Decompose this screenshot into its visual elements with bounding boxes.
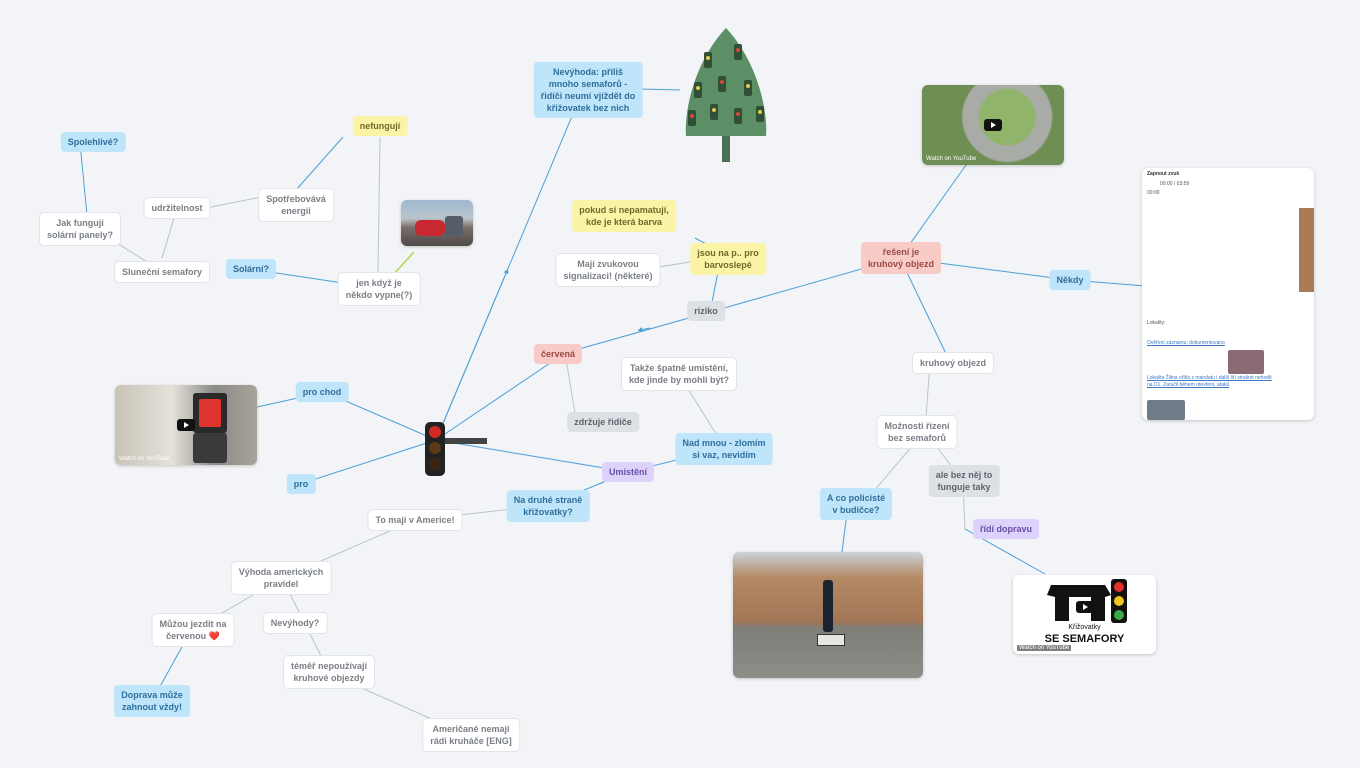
node-na-druhe[interactable]: Na druhé straně křižovatky? [506,490,590,522]
node-umisteni[interactable]: Umístění [601,462,655,482]
node-moznosti[interactable]: Možnosti řízení bez semaforů [877,416,957,448]
traffic-light-tree-image[interactable] [674,22,778,166]
card-link-2[interactable]: Lokalita Žilina ořítla z mandatu i další… [1147,375,1272,388]
node-pro[interactable]: pro [286,474,316,494]
node-spotrebovava[interactable]: Spotřebovává energii [259,189,333,221]
node-muzou[interactable]: Můžou jezdit na červenou ❤️ [152,614,234,646]
card-time: 00:00 / 03:59 [1160,181,1190,187]
node-slunecni[interactable]: Sluneční semafory [114,262,210,282]
node-temer[interactable]: téměř nepoužívají kruhové objezdy [283,656,375,688]
node-cervena[interactable]: červená [533,344,583,364]
node-doprava[interactable]: Doprava může zahnout vždy! [114,685,190,717]
node-nefunguji[interactable]: nefungují [352,116,408,136]
watch-on-youtube-label[interactable]: Watch on YouTube [926,156,977,162]
node-nekdy[interactable]: Někdy [1049,270,1091,290]
node-jak-funguji[interactable]: Jak fungují solární panely? [39,213,121,245]
card-time-2: 00:00 [1147,190,1160,196]
play-icon[interactable] [177,419,195,431]
pedestrian-light-video[interactable]: Watch on YouTube [115,385,257,465]
play-icon[interactable] [984,119,1002,131]
node-ridi[interactable]: řídí dopravu [972,519,1040,539]
node-solarni[interactable]: Solární? [225,259,277,279]
node-jsou-na[interactable]: jsou na p.. pro barvoslepé [690,243,766,275]
node-udrzitelnost[interactable]: udržitelnost [144,198,210,218]
node-pokud-si[interactable]: pokud si nepamatují, kde je která barva [572,200,676,232]
traffic-light-center-image[interactable] [423,420,489,478]
node-maji-zvuk[interactable]: Mají zvukovou signalizaci! (některé) [556,254,660,286]
node-nevyhoda-moc[interactable]: Nevýhoda: příliš mnoho semaforů - řidiči… [533,62,643,118]
car-crash-photo[interactable] [401,200,473,246]
node-vyhoda[interactable]: Výhoda amerických pravidel [231,562,331,594]
card-link-1[interactable]: Ověření záznamu: dokumentováno [1147,340,1225,346]
police-officer-photo[interactable] [733,552,923,678]
video-title-top: Křižovatky [1068,624,1101,631]
node-jen-kdyz[interactable]: jen když je někdo vypne(?) [338,273,420,305]
node-spolehlive[interactable]: Spolehlivé? [60,132,126,152]
node-kruhovy[interactable]: kruhový objezd [912,353,994,373]
node-nevyhody[interactable]: Nevýhody? [263,613,327,633]
watch-on-youtube-label[interactable]: Watch on YouTube [1017,645,1072,651]
news-article-card[interactable]: Zapnout zvuk 00:00 / 03:59 00:00 Lokalit… [1142,168,1314,420]
node-takze[interactable]: Takže špatně umístění, kde jinde by mohl… [621,358,737,390]
node-ale-bez[interactable]: ale bez něj to funguje taky [928,465,1000,497]
node-a-co[interactable]: A co policisté v budičce? [819,488,893,520]
roundabout-video[interactable]: Watch on YouTube [922,85,1064,165]
node-reseni[interactable]: řešení je kruhový objezd [860,242,942,274]
node-riziko[interactable]: riziko [687,301,725,321]
node-americane[interactable]: Američané nemají rádi kruháče [ENG] [423,719,519,751]
video-title-main: SE SEMAFORY [1044,633,1125,645]
card-title: Zapnout zvuk [1147,171,1180,177]
node-pro-chod[interactable]: pro chod [295,382,349,402]
krizovatky-se-semafory-video[interactable]: Křižovatky SE SEMAFORY Watch on YouTube [1013,575,1156,654]
node-nad-mnou[interactable]: Nad mnou - zlomím si vaz, nevidím [675,433,773,465]
watch-on-youtube-label[interactable]: Watch on YouTube [119,456,170,462]
card-lines: Lokality: [1147,320,1166,326]
node-zdrzuje[interactable]: zdržuje řidiče [567,412,639,432]
play-icon[interactable] [1075,600,1094,613]
node-to-maji[interactable]: To mají v Americe! [368,510,462,530]
